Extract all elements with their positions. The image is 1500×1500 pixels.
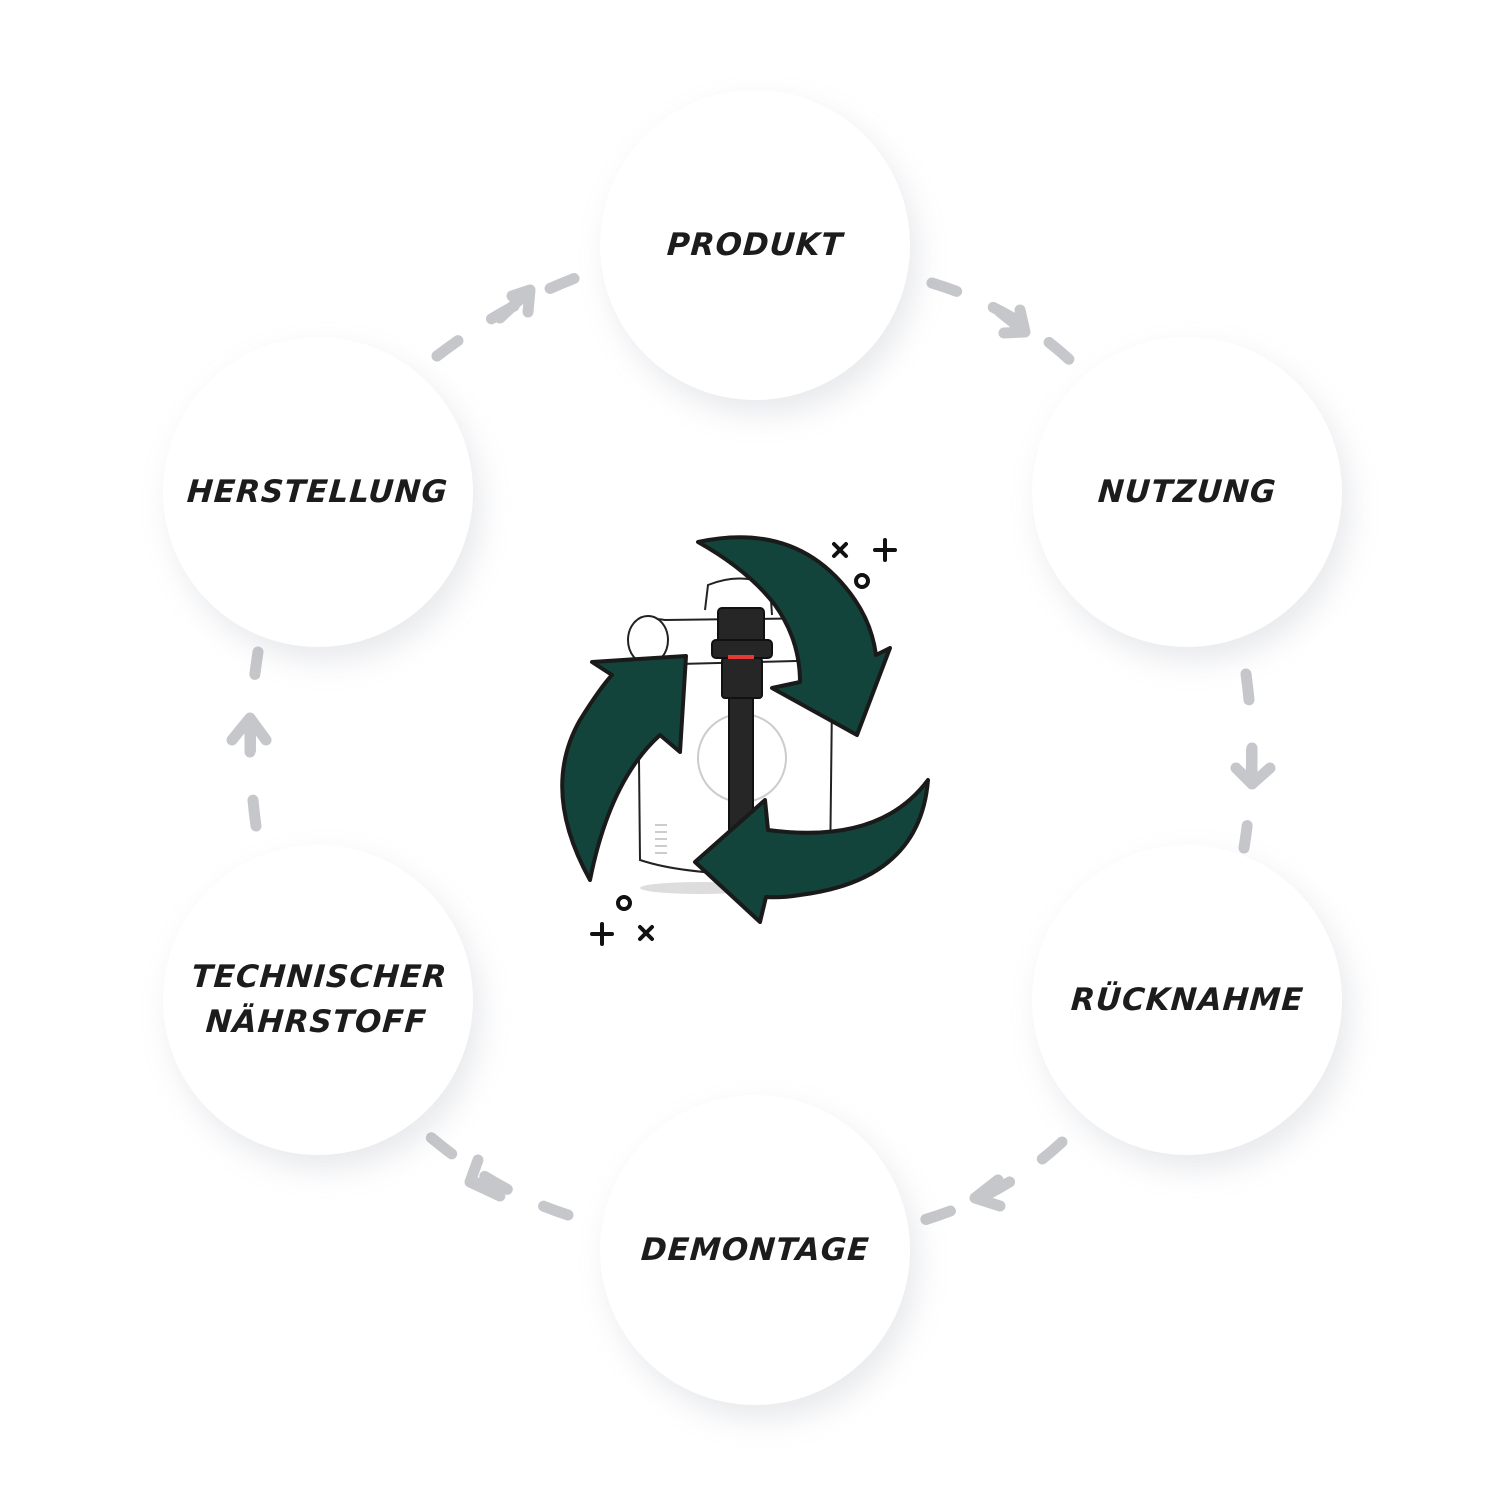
connector-ruecknahme-demontage [904, 1136, 1068, 1230]
circle-icon [616, 895, 632, 911]
step-technischer-naehrstoff: TECHNISCHER NÄHRSTOFF [163, 845, 473, 1155]
plus-icon [590, 922, 614, 946]
x-icon [832, 542, 848, 558]
chevron-icon [994, 304, 1031, 339]
arrow-top-right [696, 535, 892, 737]
step-demontage: DEMONTAGE [600, 1095, 910, 1405]
circle-icon [854, 573, 870, 589]
plus-icon [873, 538, 897, 562]
step-nutzung: NUTZUNG [1032, 337, 1342, 647]
step-herstellung: HERSTELLUNG [163, 337, 473, 647]
chevron-icon [226, 712, 272, 758]
step-produkt: PRODUKT [600, 90, 910, 400]
arrow-bottom [693, 778, 930, 924]
arrow-left [560, 654, 688, 882]
recycle-arrows [560, 535, 930, 924]
chevron-icon [494, 284, 536, 324]
x-icon [638, 925, 654, 941]
chevron-icon [1230, 742, 1276, 790]
step-ruecknahme: RÜCKNAHME [1032, 845, 1342, 1155]
sparkle-icons [590, 538, 897, 946]
chevron-icon [464, 1154, 506, 1202]
chevron-icon [969, 1174, 1006, 1212]
